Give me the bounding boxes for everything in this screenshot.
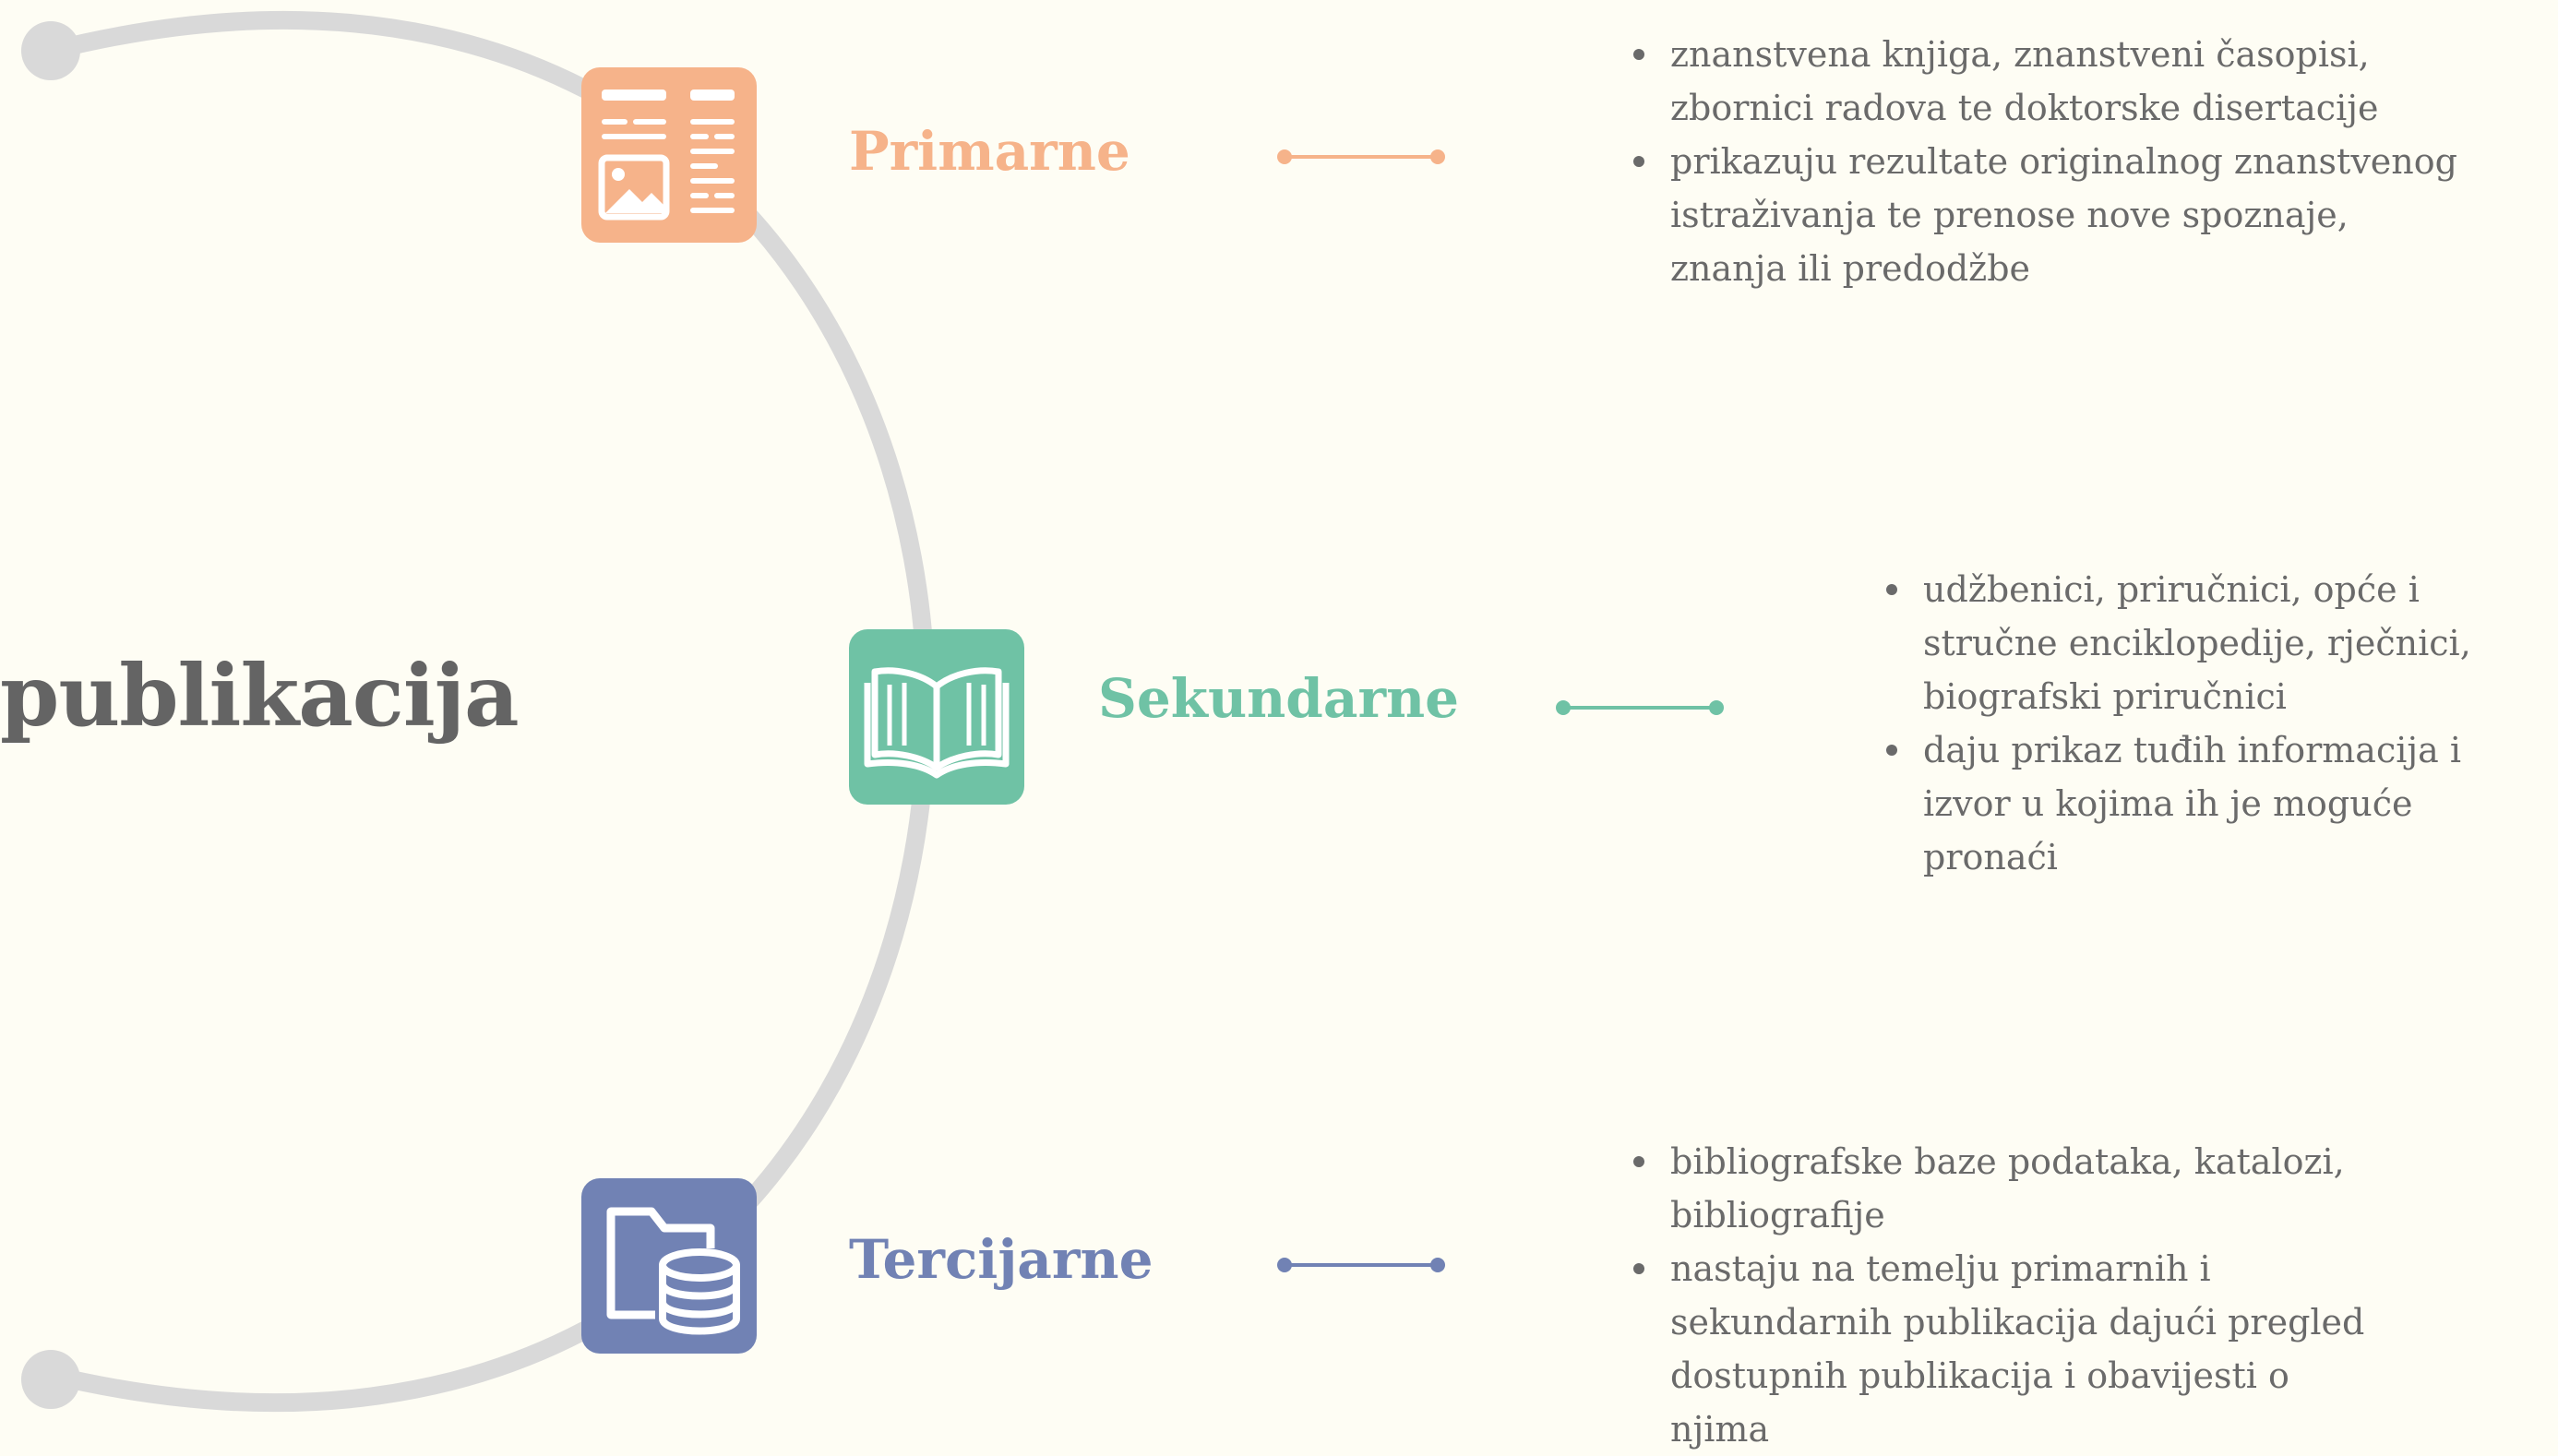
bullet-item: bibliografske baze podataka, katalozi, b…	[1632, 1135, 2388, 1242]
primary-connector	[1277, 149, 1445, 164]
folder-database-icon	[606, 1207, 740, 1335]
secondary-icon-box	[849, 629, 1024, 805]
diagram-canvas: publikacija Primarne znanstvena	[0, 10, 2530, 1450]
open-book-icon	[864, 667, 1010, 779]
secondary-connector	[1556, 700, 1724, 715]
primary-label: Primarne	[849, 120, 1130, 183]
secondary-bullets: udžbenici, priručnici, opće i stručne en…	[1884, 563, 2530, 884]
primary-bullets: znanstvena knjiga, znanstveni časopisi, …	[1632, 28, 2462, 295]
bullet-item: prikazuju rezultate originalnog znanstve…	[1632, 135, 2462, 295]
tertiary-label: Tercijarne	[849, 1228, 1153, 1291]
page-title: publikacija	[0, 646, 520, 746]
arc-bottom-endpoint	[21, 1350, 80, 1409]
tertiary-bullets: bibliografske baze podataka, katalozi, b…	[1632, 1135, 2388, 1456]
bullet-item: daju prikaz tuđih informacija i izvor u …	[1884, 723, 2530, 884]
arc-top-endpoint	[21, 21, 80, 80]
tertiary-connector	[1277, 1258, 1445, 1272]
bullet-item: nastaju na temelju primarnih i sekundarn…	[1632, 1242, 2388, 1456]
newspaper-icon	[598, 90, 735, 221]
tertiary-icon-box	[581, 1178, 757, 1354]
bullet-item: znanstvena knjiga, znanstveni časopisi, …	[1632, 28, 2462, 135]
bullet-item: udžbenici, priručnici, opće i stručne en…	[1884, 563, 2530, 723]
secondary-label: Sekundarne	[1098, 667, 1460, 730]
primary-icon-box	[581, 67, 757, 243]
